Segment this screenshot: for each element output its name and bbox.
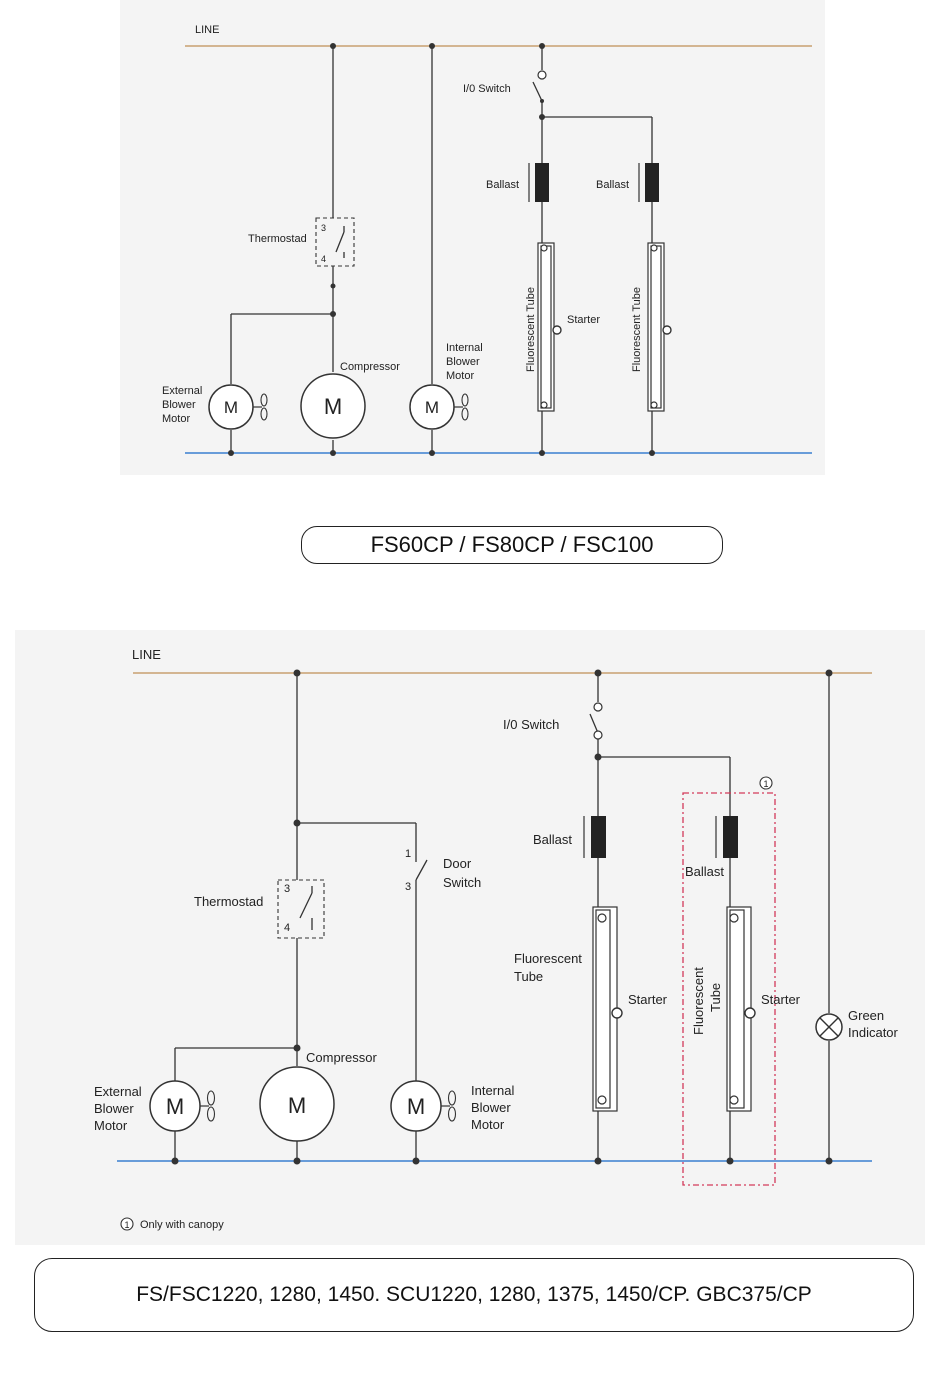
ballast-left-label-2: Ballast xyxy=(533,832,572,847)
door-switch-pin-3: 3 xyxy=(405,881,411,893)
ballast-right-label: Ballast xyxy=(596,179,629,191)
diagram-2-panel xyxy=(15,630,925,1245)
compressor-motor-2 xyxy=(259,1066,335,1142)
external-motor-label-2c: Motor xyxy=(94,1118,128,1133)
fluorescent-tube-left xyxy=(537,242,562,412)
internal-motor-label-2c: Motor xyxy=(471,1117,505,1132)
io-switch-label: I/0 Switch xyxy=(463,83,511,95)
io-switch xyxy=(532,70,547,103)
thermostat-label: Thermostad xyxy=(248,233,307,245)
io-switch-2 xyxy=(589,702,603,740)
external-motor-label-2a: External xyxy=(94,1084,142,1099)
thermostat-2 xyxy=(277,879,325,939)
ballast-right xyxy=(638,163,659,202)
line-label: LINE xyxy=(195,24,219,36)
diagram-1-schematic: I/0 Switch Ballast Ballast Fluorescent T… xyxy=(162,24,812,456)
model-title-2-text: FS/FSC1220, 1280, 1450. SCU1220, 1280, 1… xyxy=(136,1283,812,1306)
thermostat-pin-3-2: 3 xyxy=(284,883,290,895)
thermostat-label-2: Thermostad xyxy=(194,894,263,909)
canopy-note-text: Only with canopy xyxy=(140,1219,224,1231)
door-switch-label-1: Door xyxy=(443,856,472,871)
canopy-note-marker: 1 xyxy=(124,1220,129,1230)
external-motor-label-3: Motor xyxy=(162,413,190,425)
tube-right-label-2-line1: Fluorescent xyxy=(691,967,706,1035)
thermostat-pin-4-2: 4 xyxy=(284,922,290,934)
internal-motor-symbol: M xyxy=(425,398,439,417)
internal-blower-motor-2 xyxy=(390,1080,457,1132)
ballast-left-2 xyxy=(583,816,606,858)
internal-motor-label-2: Blower xyxy=(446,356,480,368)
fluorescent-tube-right xyxy=(647,242,672,412)
internal-blower-motor xyxy=(409,384,469,430)
fluorescent-tube-right-2 xyxy=(726,906,756,1112)
junction-dots-2 xyxy=(171,669,833,1165)
starter-left-label-2: Starter xyxy=(628,992,668,1007)
internal-motor-symbol-2: M xyxy=(407,1094,425,1119)
starter-right-label-2: Starter xyxy=(761,992,801,1007)
tube-left-label-2-line1: Fluorescent xyxy=(514,951,582,966)
canopy-optional-box xyxy=(682,792,776,1186)
external-motor-label-1: External xyxy=(162,385,202,397)
io-switch-label-2: I/0 Switch xyxy=(503,717,559,732)
door-switch-pin-1: 1 xyxy=(405,848,411,860)
external-motor-label-2b: Blower xyxy=(94,1101,134,1116)
green-indicator-lamp xyxy=(815,1013,843,1041)
canopy-note-icon xyxy=(120,1217,134,1231)
internal-motor-label-2b: Blower xyxy=(471,1100,511,1115)
fluorescent-tube-left-2 xyxy=(592,906,623,1112)
external-blower-motor xyxy=(208,384,268,430)
green-indicator-label-2: Indicator xyxy=(848,1025,899,1040)
external-motor-symbol-2: M xyxy=(166,1094,184,1119)
ballast-left xyxy=(528,163,549,202)
thermostat xyxy=(315,217,355,267)
model-title-1-text: FS60CP / FS80CP / FSC100 xyxy=(370,532,654,557)
compressor-symbol-2: M xyxy=(288,1093,306,1118)
external-motor-symbol: M xyxy=(224,398,238,417)
external-blower-motor-2 xyxy=(149,1080,216,1132)
internal-motor-label-2a: Internal xyxy=(471,1083,514,1098)
junction-dots-1 xyxy=(228,43,655,456)
door-switch xyxy=(415,858,428,881)
model-title-2: FS/FSC1220, 1280, 1450. SCU1220, 1280, 1… xyxy=(34,1258,914,1332)
ballast-left-label: Ballast xyxy=(486,179,519,191)
external-motor-label-2: Blower xyxy=(162,399,196,411)
ballast-right-label-2: Ballast xyxy=(685,864,724,879)
thermostat-pin-3: 3 xyxy=(321,223,326,233)
line-label-2: LINE xyxy=(132,647,161,662)
internal-motor-label-3: Motor xyxy=(446,370,474,382)
internal-motor-label-1: Internal xyxy=(446,342,483,354)
canopy-marker-text: 1 xyxy=(763,779,768,789)
tube-left-label-2-line2: Tube xyxy=(514,969,543,984)
ballast-right-2 xyxy=(715,816,738,858)
compressor-label-2: Compressor xyxy=(306,1050,377,1065)
tube-left-label: Fluorescent Tube xyxy=(525,287,537,372)
canopy-marker-icon xyxy=(759,776,773,790)
tube-right-label: Fluorescent Tube xyxy=(631,287,643,372)
tube-right-label-2-line2: Tube xyxy=(708,983,723,1012)
compressor-motor xyxy=(300,373,366,439)
door-switch-label-2: Switch xyxy=(443,875,481,890)
compressor-symbol: M xyxy=(324,394,342,419)
thermostat-pin-4: 4 xyxy=(321,254,326,264)
green-indicator-label-1: Green xyxy=(848,1008,884,1023)
model-title-1: FS60CP / FS80CP / FSC100 xyxy=(301,526,723,564)
starter-label: Starter xyxy=(567,314,600,326)
compressor-label: Compressor xyxy=(340,361,400,373)
